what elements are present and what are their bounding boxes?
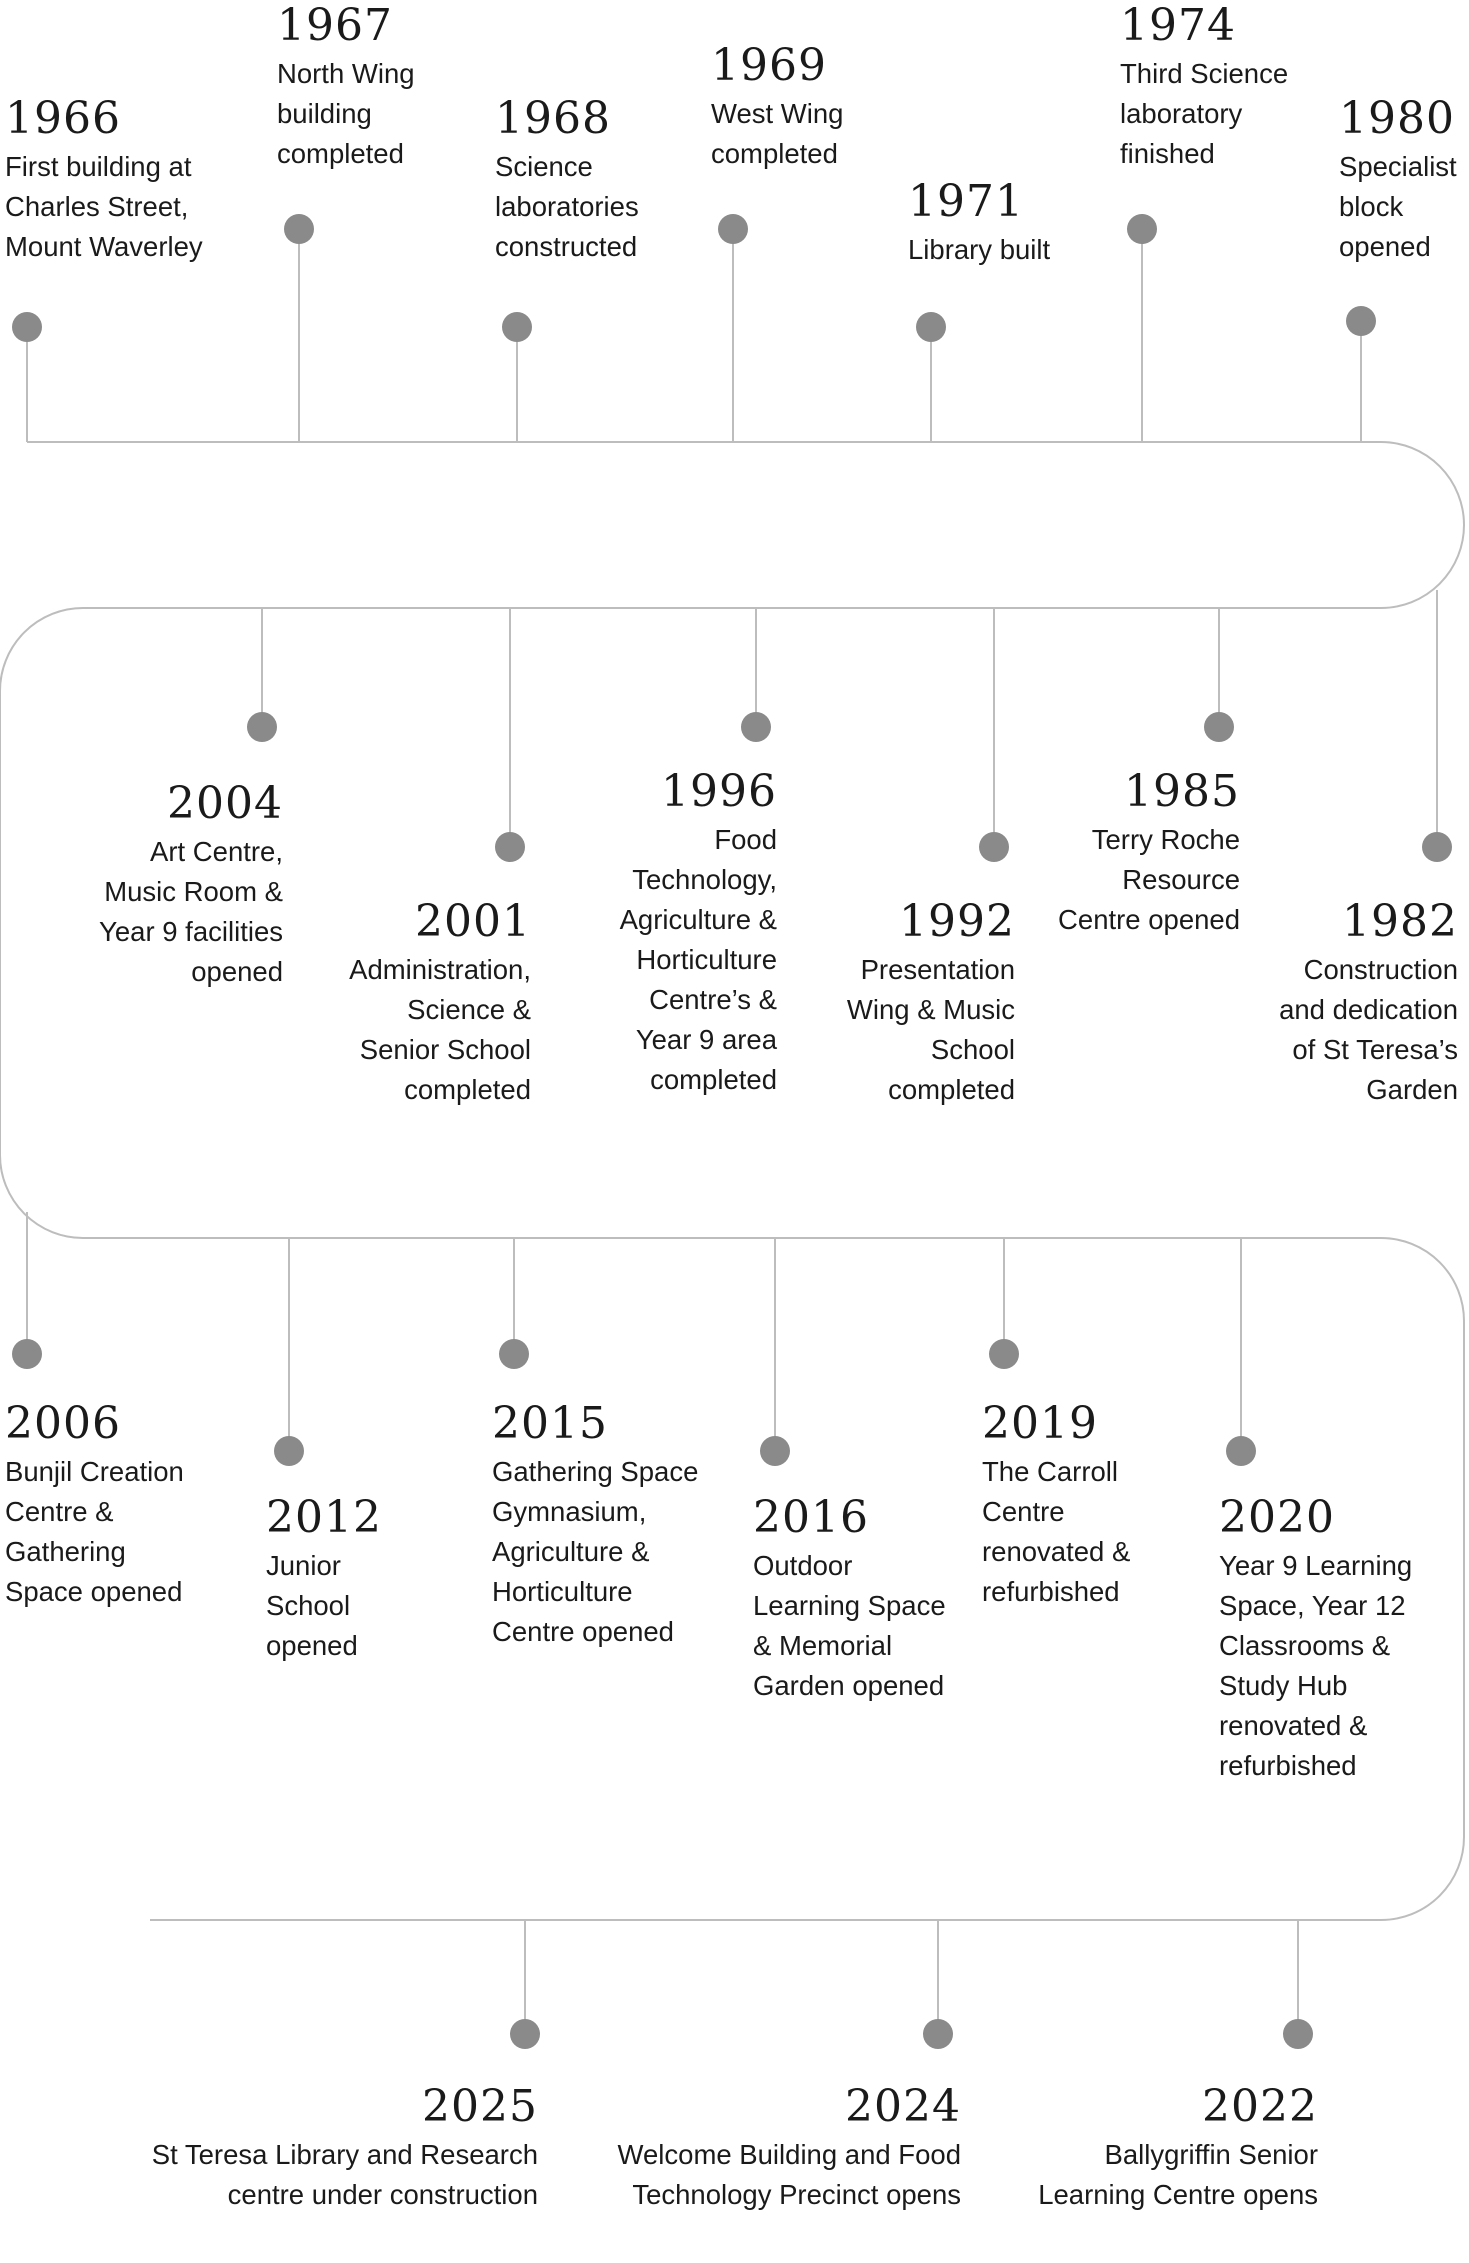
timeline-dot-1974 [1127, 214, 1157, 244]
timeline-dot-2024 [923, 2019, 953, 2049]
timeline-path [0, 441, 1465, 1921]
event-year: 2024 [845, 2081, 961, 2132]
event-year: 2004 [167, 778, 283, 829]
event-description: Library built [908, 234, 1051, 266]
timeline-right-curve-2 [1380, 1237, 1465, 1921]
event-year: 1966 [5, 93, 121, 144]
event-year: 2025 [422, 2081, 538, 2132]
event-year: 1968 [495, 93, 611, 144]
event-description: Terry Roche Resource Centre opened [1058, 824, 1240, 936]
timeline-dot-1967 [284, 214, 314, 244]
event-description: Ballygriffin Senior Learning Centre open… [1038, 2139, 1318, 2211]
timeline-dot-1966 [12, 312, 42, 342]
event-description: Construction and dedication of St Teresa… [1279, 954, 1458, 1106]
timeline-dot-1971 [916, 312, 946, 342]
event-year: 2020 [1219, 1492, 1335, 1543]
event-description: Bunjil Creation Centre & Gathering Space… [5, 1456, 184, 1608]
event-description: West Wing completed [711, 98, 844, 170]
event-description: Third Science laboratory finished [1120, 58, 1289, 170]
timeline-dot-2015 [499, 1339, 529, 1369]
event-year: 1992 [899, 896, 1015, 947]
event-year: 1967 [277, 0, 393, 51]
timeline-dot-1969 [718, 214, 748, 244]
event-description: Junior School opened [266, 1550, 358, 1662]
event-year: 2016 [753, 1492, 869, 1543]
event-year: 2022 [1202, 2081, 1318, 2132]
event-year: 1969 [711, 40, 827, 91]
timeline-dot-1985 [1204, 712, 1234, 742]
timeline-connectors [12, 214, 1452, 2049]
timeline-event-2025: 2025 St Teresa Library and Research centr… [151, 2081, 538, 2215]
event-year: 1982 [1342, 896, 1458, 947]
event-description: Administration, Science & Senior School … [349, 954, 531, 1106]
event-description: Year 9 Learning Space, Year 12 Classroom… [1219, 1550, 1413, 1782]
event-description: Presentation Wing & Music School complet… [846, 954, 1015, 1106]
event-year: 2012 [266, 1492, 382, 1543]
event-description: St Teresa Library and Research centre un… [151, 2139, 538, 2211]
event-description: North Wing building completed [277, 58, 415, 170]
timeline-right-curve-1 [1380, 441, 1465, 609]
event-description: Specialist block opened [1339, 151, 1457, 263]
event-description: Science laboratories constructed [495, 151, 639, 263]
event-year: 1980 [1339, 93, 1455, 144]
timeline-left-curve [0, 607, 84, 1239]
event-year: 2001 [415, 896, 531, 947]
event-description: Art Centre, Music Room & Year 9 faciliti… [99, 836, 283, 988]
event-year: 2019 [982, 1398, 1098, 1449]
event-description: First building at Charles Street, Mount … [5, 151, 203, 263]
timeline-dot-2012 [274, 1436, 304, 1466]
event-year: 1971 [908, 176, 1024, 227]
event-year: 2015 [492, 1398, 608, 1449]
timeline-dot-2019 [989, 1339, 1019, 1369]
timeline-dot-2020 [1226, 1436, 1256, 1466]
event-year: 1985 [1124, 766, 1240, 817]
timeline-dot-2001 [495, 832, 525, 862]
event-description: Outdoor Learning Space & Memorial Garden… [753, 1550, 946, 1702]
timeline-dot-2016 [760, 1436, 790, 1466]
timeline-dot-2025 [510, 2019, 540, 2049]
timeline-dot-1980 [1346, 306, 1376, 336]
event-description: Food Technology, Agriculture & Horticult… [619, 824, 777, 1096]
timeline-dot-2022 [1283, 2019, 1313, 2049]
event-year: 1974 [1120, 0, 1236, 51]
timeline-dot-1968 [502, 312, 532, 342]
timeline-dot-1982 [1422, 832, 1452, 862]
event-year: 1996 [661, 766, 777, 817]
timeline-dot-2004 [247, 712, 277, 742]
event-year: 2006 [5, 1398, 121, 1449]
event-description: Welcome Building and Food Technology Pre… [617, 2139, 961, 2211]
event-description: Gathering Space Gymnasium, Agriculture &… [492, 1456, 699, 1648]
timeline-dot-1996 [741, 712, 771, 742]
timeline-dot-1992 [979, 832, 1009, 862]
event-description: The Carroll Centre renovated & refurbish… [982, 1456, 1131, 1608]
timeline-dot-2006 [12, 1339, 42, 1369]
